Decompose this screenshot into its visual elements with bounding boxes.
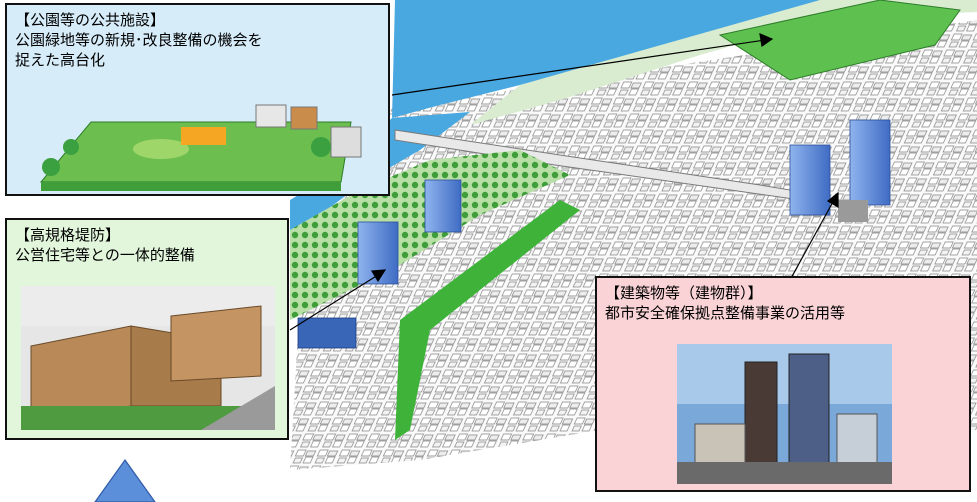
levee-green-strip: [395, 200, 580, 440]
city-tower-2: [849, 119, 891, 206]
callout-park-line1: 公園緑地等の新規･改良整備の機会を: [15, 31, 263, 49]
levee-tower-2: [424, 179, 462, 233]
river: [392, 0, 820, 118]
callout-building-title: 【建築物等（建物群）】: [605, 284, 763, 302]
park-illustration: [21, 87, 381, 191]
callout-building-line1: 都市安全確保拠点整備事業の活用等: [605, 304, 846, 322]
city-tower-base: [838, 200, 868, 222]
arrow-head-park: [759, 33, 774, 48]
callout-levee-title: 【高規格堤防】: [15, 226, 121, 244]
callout-park: 【公園等の公共施設】 公園緑地等の新規･改良整備の機会を 捉えた高台化: [5, 3, 390, 196]
city-tower-1: [789, 144, 831, 216]
callout-park-title: 【公園等の公共施設】: [15, 11, 166, 29]
callout-building: 【建築物等（建物群）】 都市安全確保拠点整備事業の活用等: [595, 276, 971, 492]
callout-levee-line1: 公営住宅等との一体的整備: [15, 246, 195, 264]
blue-block-arrow: [94, 458, 156, 502]
callout-levee: 【高規格堤防】 公営住宅等との一体的整備: [5, 218, 289, 440]
arrow-head-levee: [370, 269, 387, 283]
building-complex-illustration: [677, 344, 892, 484]
pointer-arrows: [289, 33, 839, 331]
arrow-head-building: [826, 191, 839, 209]
callout-park-line2: 捉えた高台化: [15, 51, 106, 69]
park-green-area: [718, 0, 961, 81]
levee-housing-illustration: [21, 286, 275, 430]
solar-panels: [297, 317, 357, 349]
